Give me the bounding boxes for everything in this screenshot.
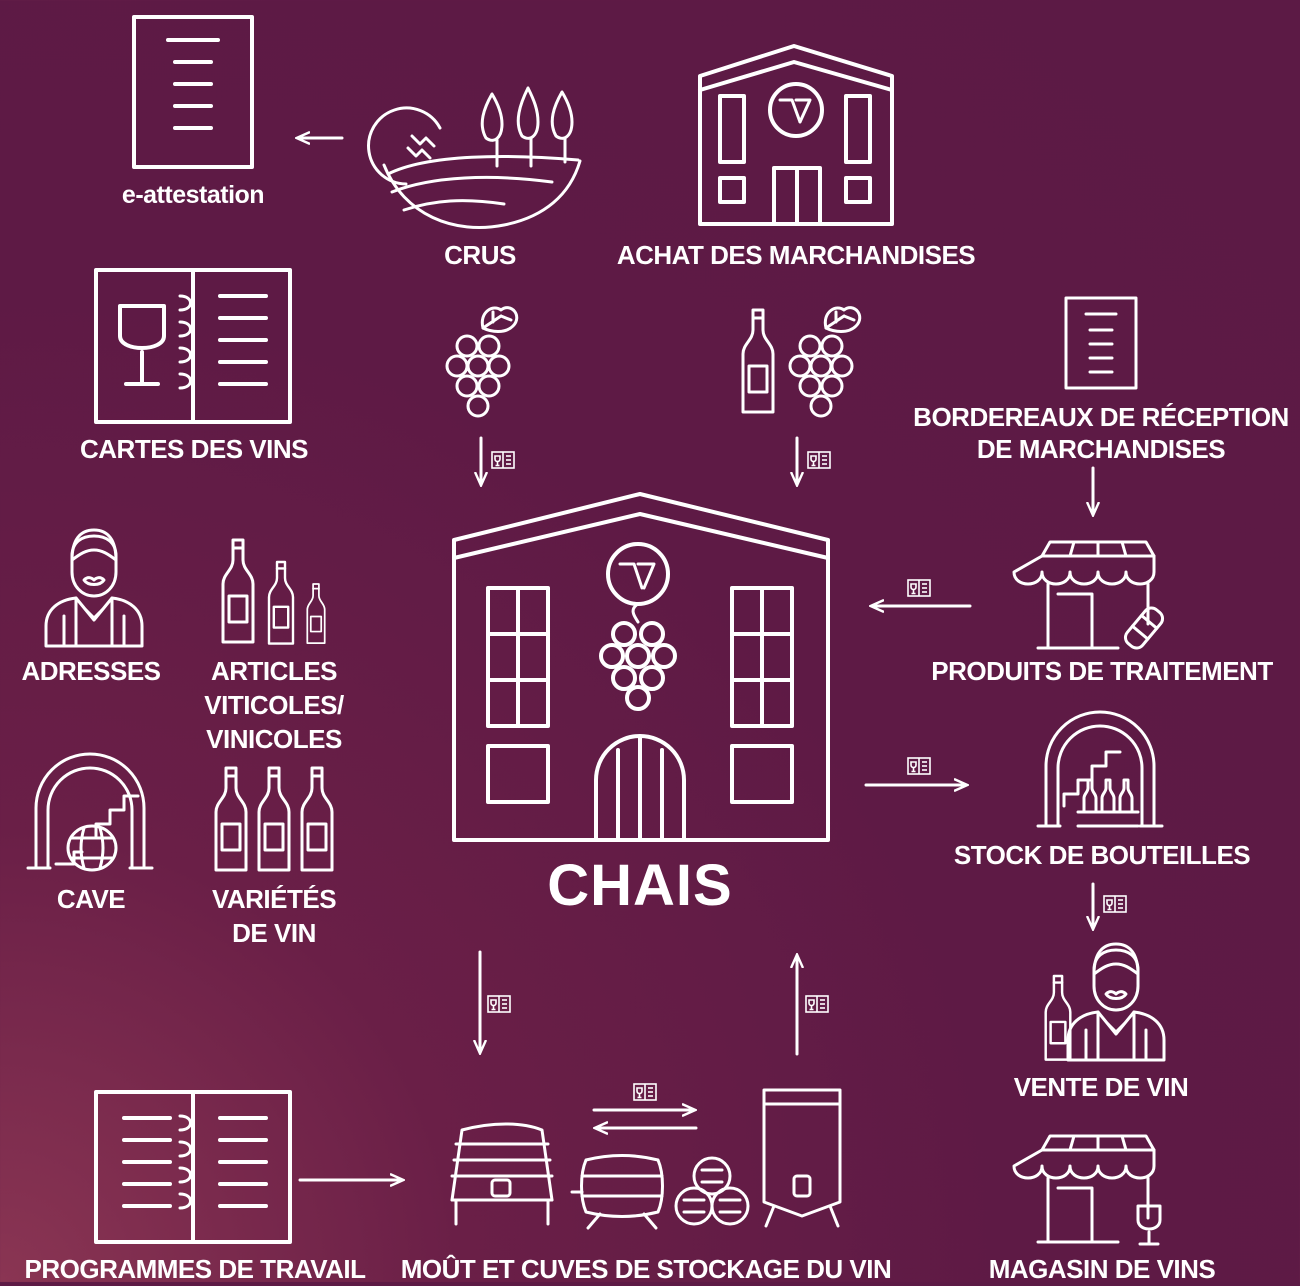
wine-list-icon xyxy=(487,995,511,1013)
wine-list-icon xyxy=(94,268,292,424)
label-bordereaux-line2: DE MARCHANDISES xyxy=(976,434,1226,464)
label-e-attestation: e-attestation xyxy=(121,181,265,209)
barrels-tanks-icon xyxy=(450,1088,842,1230)
label-adresses: ADRESSES xyxy=(21,656,161,686)
stock-icon xyxy=(1036,710,1164,828)
label-magasin: MAGASIN DE VINS xyxy=(988,1254,1216,1284)
program-book-icon xyxy=(94,1090,292,1244)
wine-list-icon xyxy=(491,451,515,469)
wine-list-icon xyxy=(805,995,829,1013)
label-varietes-line2: DE VIN xyxy=(232,918,316,948)
label-crus: CRUS xyxy=(444,240,516,270)
label-achat: ACHAT DES MARCHANDISES xyxy=(616,240,976,270)
label-articles-line1: ARTICLES xyxy=(211,656,338,686)
worker-icon xyxy=(44,528,144,648)
label-produits: PRODUITS DE TRAITEMENT xyxy=(931,656,1273,686)
label-articles-line2: VITICOLES/ xyxy=(204,690,344,720)
document-icon xyxy=(1064,296,1138,390)
bottles-icon xyxy=(221,538,326,645)
label-vente: VENTE DE VIN xyxy=(1013,1072,1189,1102)
label-programmes: PROGRAMMES DE TRAVAIL xyxy=(24,1254,366,1284)
shop-icon xyxy=(1012,540,1165,650)
label-cave: CAVE xyxy=(56,884,126,914)
building-icon xyxy=(698,44,894,226)
vineyard-icon xyxy=(367,86,582,229)
label-articles-line3: VINICOLES xyxy=(206,724,342,754)
label-mout: MOÛT ET CUVES DE STOCKAGE DU VIN xyxy=(400,1254,892,1284)
wine-list-icon xyxy=(907,757,931,775)
label-varietes-line1: VARIÉTÉS xyxy=(211,884,337,914)
label-stock: STOCK DE BOUTEILLES xyxy=(953,840,1251,870)
bottles-icon xyxy=(214,766,334,872)
chateau-icon xyxy=(452,492,830,842)
wine-list-icon xyxy=(907,579,931,597)
wine-list-icon xyxy=(807,451,831,469)
cellar-icon xyxy=(26,752,154,872)
label-chais: CHAIS xyxy=(547,853,733,918)
grapes-icon xyxy=(445,306,519,418)
document-icon xyxy=(132,15,254,169)
bottle-grapes-icon xyxy=(741,306,862,418)
label-cartes-des-vins: CARTES DES VINS xyxy=(80,434,309,464)
worker-icon xyxy=(1044,942,1166,1062)
shop-wine-icon xyxy=(1012,1134,1162,1246)
wine-list-icon xyxy=(633,1083,657,1101)
wine-list-icon xyxy=(1103,895,1127,913)
label-bordereaux-line1: BORDEREAUX DE RÉCEPTION xyxy=(913,402,1289,432)
